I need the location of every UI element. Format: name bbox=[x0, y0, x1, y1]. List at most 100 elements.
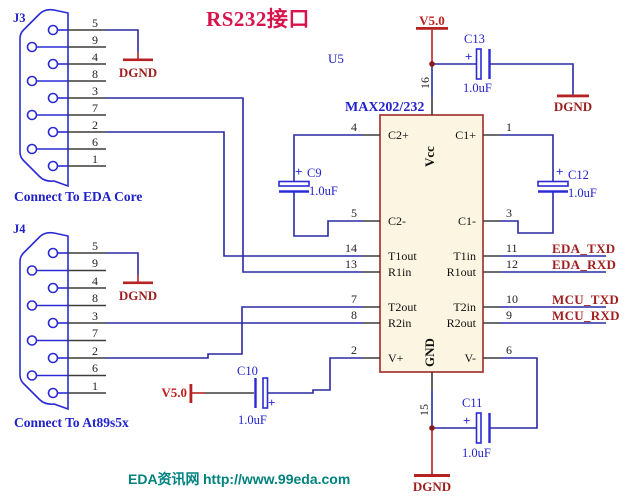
dgnd-bar-topright bbox=[557, 94, 589, 98]
power-symbols bbox=[123, 27, 589, 477]
j4-pin-circle bbox=[26, 370, 38, 381]
c12-refdes: C12 bbox=[568, 168, 589, 182]
chip-pin-number: 13 bbox=[345, 257, 357, 271]
c11-plus-sign: + bbox=[463, 413, 470, 428]
c13-plate-plus bbox=[475, 48, 482, 80]
j3-pin-number: 1 bbox=[92, 152, 98, 166]
j3-pin-circle bbox=[47, 126, 59, 138]
v50-label-left: V5.0 bbox=[161, 385, 187, 400]
j3-pin-circle bbox=[26, 109, 38, 121]
j3-body-outline bbox=[19, 8, 69, 188]
wire-c10-vplus bbox=[267, 357, 363, 394]
j4-pin-number: 5 bbox=[92, 239, 98, 253]
j3-pin-number: 3 bbox=[92, 84, 98, 98]
j3-pin-circle bbox=[26, 143, 38, 155]
chip-pin-name-vminus: V- bbox=[464, 351, 476, 365]
j4-pin-circle bbox=[26, 335, 38, 346]
chip-pin-number: 11 bbox=[506, 241, 518, 255]
j4-pin-number: 1 bbox=[92, 379, 98, 393]
j4-refdes: J4 bbox=[13, 222, 26, 236]
j3-pin-number: 8 bbox=[92, 67, 98, 81]
chip-refdes: U5 bbox=[328, 51, 344, 66]
chip-pin-number: 10 bbox=[506, 292, 518, 306]
c9-plate-plus bbox=[278, 180, 310, 187]
db9-connector-j3-symbol bbox=[19, 8, 106, 188]
chip-pin-number: 7 bbox=[351, 292, 357, 306]
chip-pin-name-c1minus: C1- bbox=[458, 214, 476, 228]
j4-pin-circle bbox=[47, 317, 59, 329]
chip-pin-name-t2in: T2in bbox=[453, 300, 476, 314]
j4-pin-circle bbox=[47, 247, 59, 259]
v50-bar-left bbox=[189, 384, 193, 403]
chip-part-number: MAX202/232 bbox=[345, 100, 424, 115]
wire-c13-dgnd bbox=[489, 63, 574, 95]
c12-value: 1.0uF bbox=[568, 186, 597, 200]
chip-pin-name-r2out: R2out bbox=[447, 316, 477, 330]
c11-plate-plus bbox=[475, 412, 482, 444]
chip-pin-name-r1out: R1out bbox=[447, 265, 477, 279]
j3-pin-number: 2 bbox=[92, 118, 98, 132]
wire-c1plus-c12 bbox=[500, 134, 554, 182]
chip-pin-name-c2plus: C2+ bbox=[388, 128, 409, 142]
max232-chip-symbol bbox=[363, 98, 500, 390]
c12-plate-plus bbox=[537, 180, 569, 187]
c10-plate-plus bbox=[262, 377, 269, 409]
wire-c11-vminus bbox=[489, 357, 538, 429]
j3-pin-number: 7 bbox=[92, 101, 98, 115]
chip-pin-name-t1in: T1in bbox=[453, 249, 476, 263]
db9-connector-j4-symbol bbox=[19, 231, 106, 411]
j3-pin-number: 5 bbox=[92, 16, 98, 30]
chip-body bbox=[379, 114, 484, 373]
wire-c2plus-c9 bbox=[293, 134, 363, 182]
chip-pin-number: 12 bbox=[506, 257, 518, 271]
chip-pin-number: 14 bbox=[345, 241, 357, 255]
j3-refdes: J3 bbox=[13, 11, 26, 25]
j4-pin-number: 9 bbox=[92, 256, 98, 270]
chip-pin-name-t1out: T1out bbox=[388, 249, 417, 263]
dgnd-bar-j3 bbox=[123, 58, 153, 62]
chip-pin-number: 2 bbox=[351, 343, 357, 357]
c11-refdes: C11 bbox=[462, 396, 482, 410]
chip-pin-number: 6 bbox=[506, 343, 512, 357]
j4-pin-circle bbox=[47, 282, 59, 294]
chip-pin-number-16: 16 bbox=[418, 77, 432, 89]
footer-site-url: http://www.99eda.com bbox=[203, 471, 350, 487]
net-label-mcu-rxd: MCU_RXD bbox=[552, 308, 620, 323]
v50-bar-top bbox=[416, 27, 448, 30]
chip-pin-name-r1in: R1in bbox=[388, 265, 411, 279]
j4-pin-circle bbox=[26, 265, 38, 276]
v50-label-top: V5.0 bbox=[419, 13, 445, 28]
j4-pin-number: 2 bbox=[92, 344, 98, 358]
chip-pin-number: 5 bbox=[351, 206, 357, 220]
chip-pin-name-gnd: GND bbox=[422, 338, 437, 367]
j3-pin-number: 9 bbox=[92, 33, 98, 47]
chip-pin-number-15: 15 bbox=[417, 404, 431, 416]
schematic-title: RS232接口 bbox=[206, 7, 310, 31]
capacitor-symbols bbox=[254, 48, 569, 444]
chip-pin-name-c2minus: C2- bbox=[388, 214, 406, 228]
j3-pin-circle bbox=[47, 160, 59, 172]
footer-site-name: EDA资讯网 bbox=[128, 471, 200, 487]
j4-pin-circle bbox=[47, 352, 59, 364]
c9-plus-sign: + bbox=[295, 164, 302, 179]
wire-j3-5-dgnd bbox=[106, 29, 139, 52]
chip-pin-name-c1plus: C1+ bbox=[455, 128, 476, 142]
c13-plus-sign: + bbox=[465, 49, 472, 64]
j4-body-outline bbox=[19, 231, 69, 411]
chip-pin-name-vplus: V+ bbox=[388, 351, 404, 365]
j3-pin-circle bbox=[47, 58, 59, 70]
chip-pin-name-vcc: Vcc bbox=[422, 146, 437, 167]
wires bbox=[106, 29, 606, 429]
j3-pin-number: 6 bbox=[92, 135, 98, 149]
wire-c9-c2minus bbox=[293, 191, 363, 237]
chip-pin-name-t2out: T2out bbox=[388, 300, 417, 314]
dgnd-label-j4: DGND bbox=[119, 288, 157, 303]
net-label-mcu-txd: MCU_TXD bbox=[552, 292, 619, 307]
j4-pin-circle bbox=[26, 300, 38, 311]
junction-dot-top bbox=[429, 61, 435, 67]
j4-pin-number: 7 bbox=[92, 326, 98, 340]
j4-caption: Connect To At89s5x bbox=[14, 415, 129, 430]
chip-pin-number: 1 bbox=[506, 120, 512, 134]
